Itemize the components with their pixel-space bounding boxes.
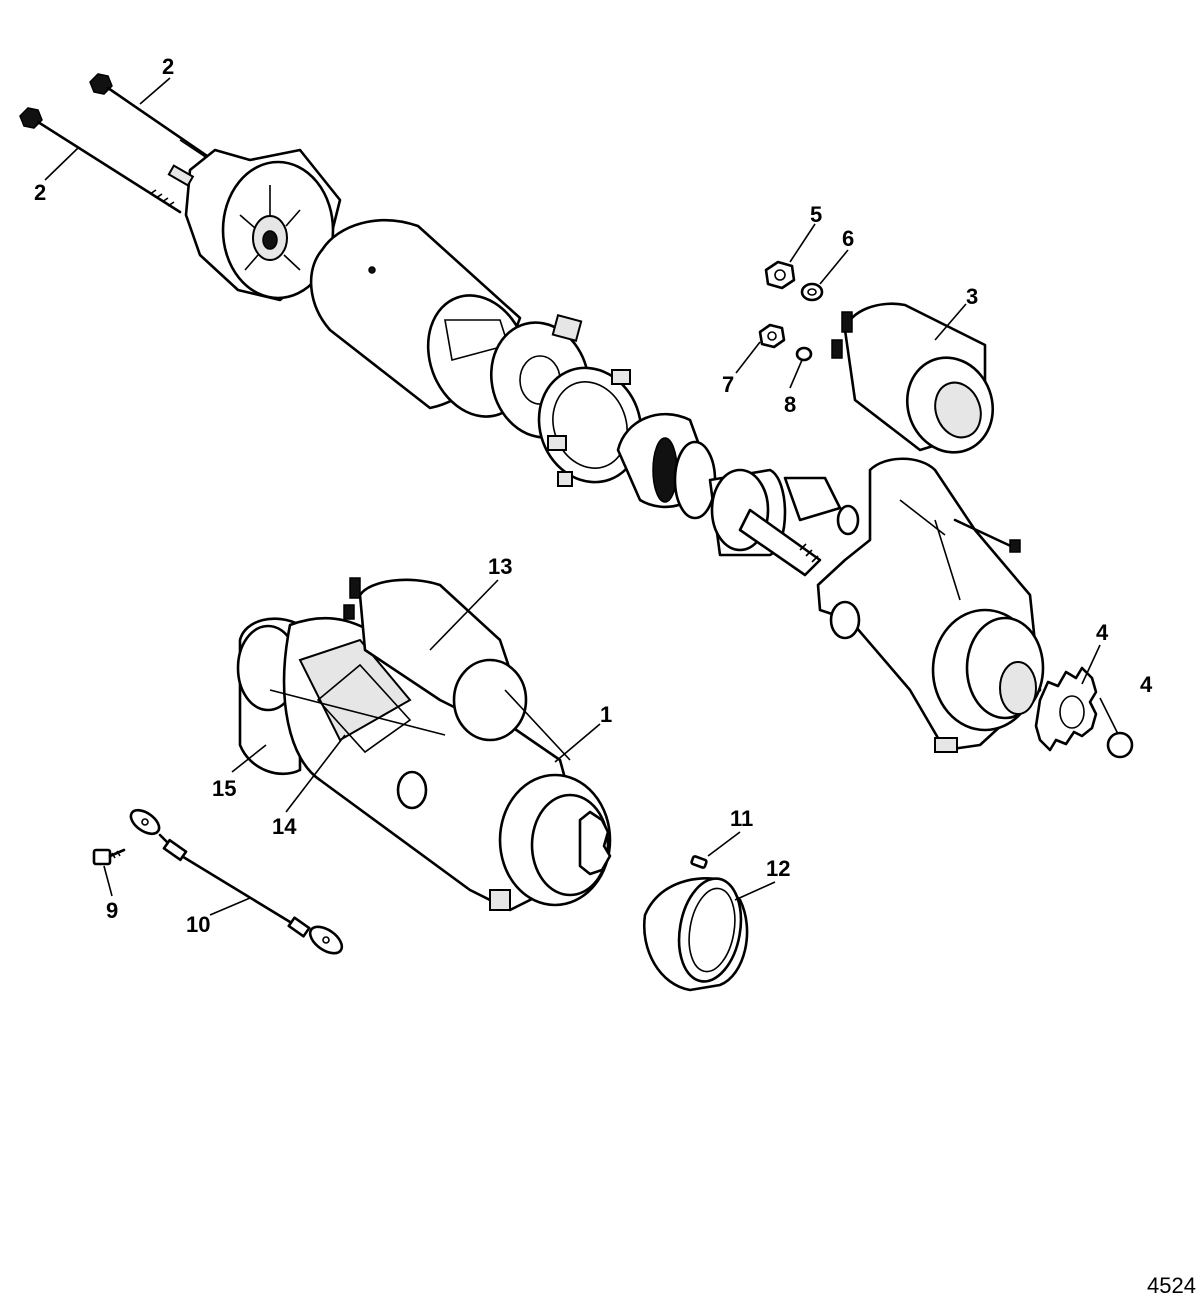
snap-ring: [1106, 731, 1134, 759]
callout-5: 5: [810, 202, 822, 227]
armature: [616, 412, 822, 577]
nut-7: [758, 323, 786, 349]
pin-11: [690, 855, 708, 869]
callout-11: 11: [730, 806, 753, 831]
ground-cable: [129, 808, 344, 955]
callout-9: 9: [106, 898, 118, 923]
callout-10: 10: [186, 912, 210, 937]
callout-4-gear: 4: [1096, 620, 1109, 645]
figure-number: 4524: [1147, 1273, 1196, 1298]
nut-5: [764, 260, 796, 290]
starter-motor-assembly: [236, 577, 612, 912]
callout-4-ring: 4: [1140, 672, 1153, 697]
callout-6: 6: [842, 226, 854, 251]
callout-labels: 2 2 5 6 3 7 8 13 4 4 1 15 14 11 12 9 10: [34, 54, 1153, 937]
through-bolt-upper: [89, 73, 212, 161]
callout-8: 8: [784, 392, 796, 417]
leader-lines: [44, 77, 1119, 916]
callout-13: 13: [488, 554, 512, 579]
drive-end-housing: [816, 457, 1045, 753]
through-bolt-lower: [19, 107, 182, 214]
callout-3: 3: [966, 284, 978, 309]
washer-6: [800, 282, 824, 302]
solenoid: [831, 302, 995, 454]
pinion-gear: [1034, 666, 1098, 752]
sleeve-12: [642, 877, 749, 992]
callout-2-upper: 2: [162, 54, 174, 79]
washer-8: [795, 346, 813, 362]
callout-12: 12: [766, 856, 790, 881]
callout-2-lower: 2: [34, 180, 46, 205]
callout-7: 7: [722, 372, 734, 397]
callout-15: 15: [212, 776, 236, 801]
callout-14: 14: [272, 814, 297, 839]
brush-holder-ring: [537, 366, 643, 487]
callout-1: 1: [600, 702, 612, 727]
commutator-end-frame: [167, 148, 342, 302]
screw-9: [92, 848, 126, 866]
shift-lever: [783, 476, 860, 536]
